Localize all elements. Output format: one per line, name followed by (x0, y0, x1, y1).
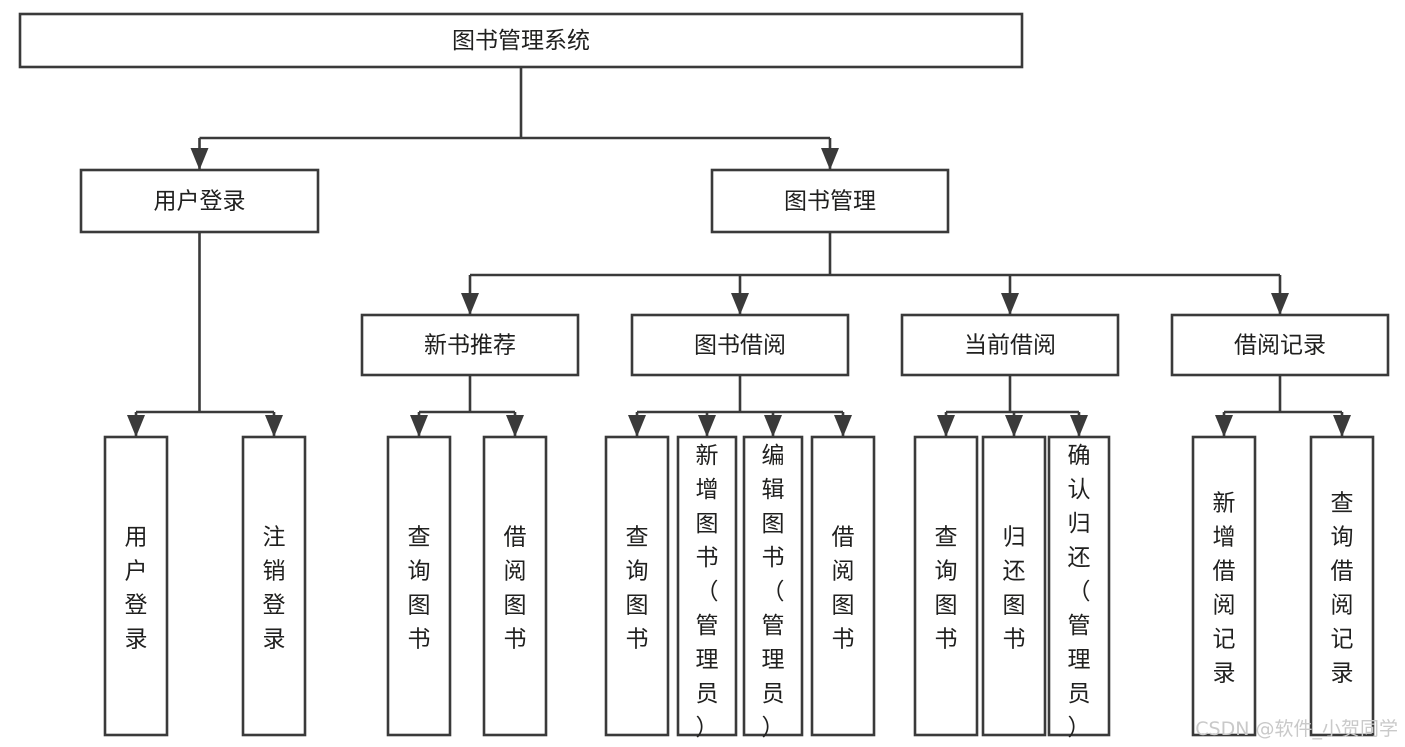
arrow-down-icon (731, 293, 749, 315)
node-label-user-logout-leaf: 注销登录 (263, 525, 286, 653)
node-user-login-leaf[interactable]: 用户登录 (103, 435, 169, 737)
node-box-borrow-records (1170, 313, 1390, 377)
node-label-borrow-records: 借阅记录 (1234, 333, 1326, 359)
node-current-confirm-return[interactable]: 确认归还（管理员） (1047, 435, 1111, 741)
node-box-book-management (710, 168, 950, 234)
node-label-borrow-add-book: 新增图书（管理员） (696, 443, 719, 741)
arrow-down-icon (764, 415, 782, 437)
node-book-borrow[interactable]: 图书借阅 (630, 313, 850, 377)
node-current-return-book[interactable]: 归还图书 (981, 435, 1047, 737)
node-current-borrow[interactable]: 当前借阅 (900, 313, 1120, 377)
node-box-borrow-edit-book (742, 435, 804, 737)
node-book-management[interactable]: 图书管理 (710, 168, 950, 234)
node-label-records-query-record: 查询借阅记录 (1331, 491, 1354, 687)
node-label-recommend-borrow-book: 借阅图书 (504, 525, 527, 653)
node-box-recommend-borrow-book (482, 435, 548, 737)
node-label-current-confirm-return: 确认归还（管理员） (1068, 443, 1091, 741)
arrow-down-icon (190, 148, 209, 170)
node-borrow-add-book[interactable]: 新增图书（管理员） (676, 435, 738, 741)
node-box-new-book-recommend (360, 313, 580, 377)
node-borrow-records[interactable]: 借阅记录 (1170, 313, 1390, 377)
node-label-borrow-borrow-book: 借阅图书 (832, 525, 855, 653)
node-recommend-query-book[interactable]: 查询图书 (386, 435, 452, 737)
node-label-borrow-query-book: 查询图书 (626, 525, 649, 653)
arrow-down-icon (506, 415, 524, 437)
arrow-down-icon (265, 415, 283, 437)
node-current-query-book[interactable]: 查询图书 (913, 435, 979, 737)
node-label-current-query-book: 查询图书 (935, 525, 958, 653)
node-borrow-edit-book[interactable]: 编辑图书（管理员） (742, 435, 804, 741)
node-label-book-borrow: 图书借阅 (694, 333, 786, 359)
connectors-layer (127, 67, 1351, 437)
arrow-down-icon (1001, 293, 1019, 315)
arrow-down-icon (698, 415, 716, 437)
node-box-recommend-query-book (386, 435, 452, 737)
node-box-current-query-book (913, 435, 979, 737)
node-box-current-borrow (900, 313, 1120, 377)
node-box-borrow-query-book (604, 435, 670, 737)
node-records-add-record[interactable]: 新增借阅记录 (1191, 435, 1257, 737)
node-label-current-return-book: 归还图书 (1003, 525, 1026, 653)
node-label-root: 图书管理系统 (452, 28, 590, 54)
arrow-down-icon (127, 415, 145, 437)
node-new-book-recommend[interactable]: 新书推荐 (360, 313, 580, 377)
node-label-book-management: 图书管理 (784, 189, 876, 215)
node-root[interactable]: 图书管理系统 (18, 12, 1024, 69)
node-user-logout-leaf[interactable]: 注销登录 (241, 435, 307, 737)
node-recommend-borrow-book[interactable]: 借阅图书 (482, 435, 548, 737)
arrow-down-icon (821, 148, 839, 170)
node-label-records-add-record: 新增借阅记录 (1213, 491, 1236, 687)
node-box-records-query-record (1309, 435, 1375, 737)
arrow-down-icon (834, 415, 852, 437)
arrow-down-icon (628, 415, 646, 437)
node-box-book-borrow (630, 313, 850, 377)
nodes-layer: 图书管理系统用户登录用户登录注销登录图书管理新书推荐查询图书借阅图书图书借阅查询… (18, 12, 1390, 741)
node-label-borrow-edit-book: 编辑图书（管理员） (762, 443, 785, 741)
node-user-login[interactable]: 用户登录 (79, 168, 320, 234)
node-box-records-add-record (1191, 435, 1257, 737)
arrow-down-icon (461, 293, 479, 315)
node-box-user-logout-leaf (241, 435, 307, 737)
node-label-new-book-recommend: 新书推荐 (424, 333, 516, 359)
arrow-down-icon (410, 415, 428, 437)
node-box-root (18, 12, 1024, 69)
node-label-current-borrow: 当前借阅 (964, 333, 1056, 359)
node-borrow-borrow-book[interactable]: 借阅图书 (810, 435, 876, 737)
node-records-query-record[interactable]: 查询借阅记录 (1309, 435, 1375, 737)
node-box-user-login-leaf (103, 435, 169, 737)
node-borrow-query-book[interactable]: 查询图书 (604, 435, 670, 737)
arrow-down-icon (1333, 415, 1351, 437)
csdn-watermark: CSDN @软件_小贺同学 (1195, 718, 1398, 740)
node-box-user-login (79, 168, 320, 234)
node-label-user-login-leaf: 用户登录 (125, 525, 148, 653)
node-box-borrow-add-book (676, 435, 738, 737)
arrow-down-icon (1070, 415, 1088, 437)
node-box-borrow-borrow-book (810, 435, 876, 737)
node-label-user-login: 用户登录 (154, 189, 246, 215)
arrow-down-icon (937, 415, 955, 437)
arrow-down-icon (1005, 415, 1023, 437)
arrow-down-icon (1215, 415, 1233, 437)
node-box-current-return-book (981, 435, 1047, 737)
node-label-recommend-query-book: 查询图书 (408, 525, 431, 653)
node-box-current-confirm-return (1047, 435, 1111, 737)
arrow-down-icon (1271, 293, 1289, 315)
